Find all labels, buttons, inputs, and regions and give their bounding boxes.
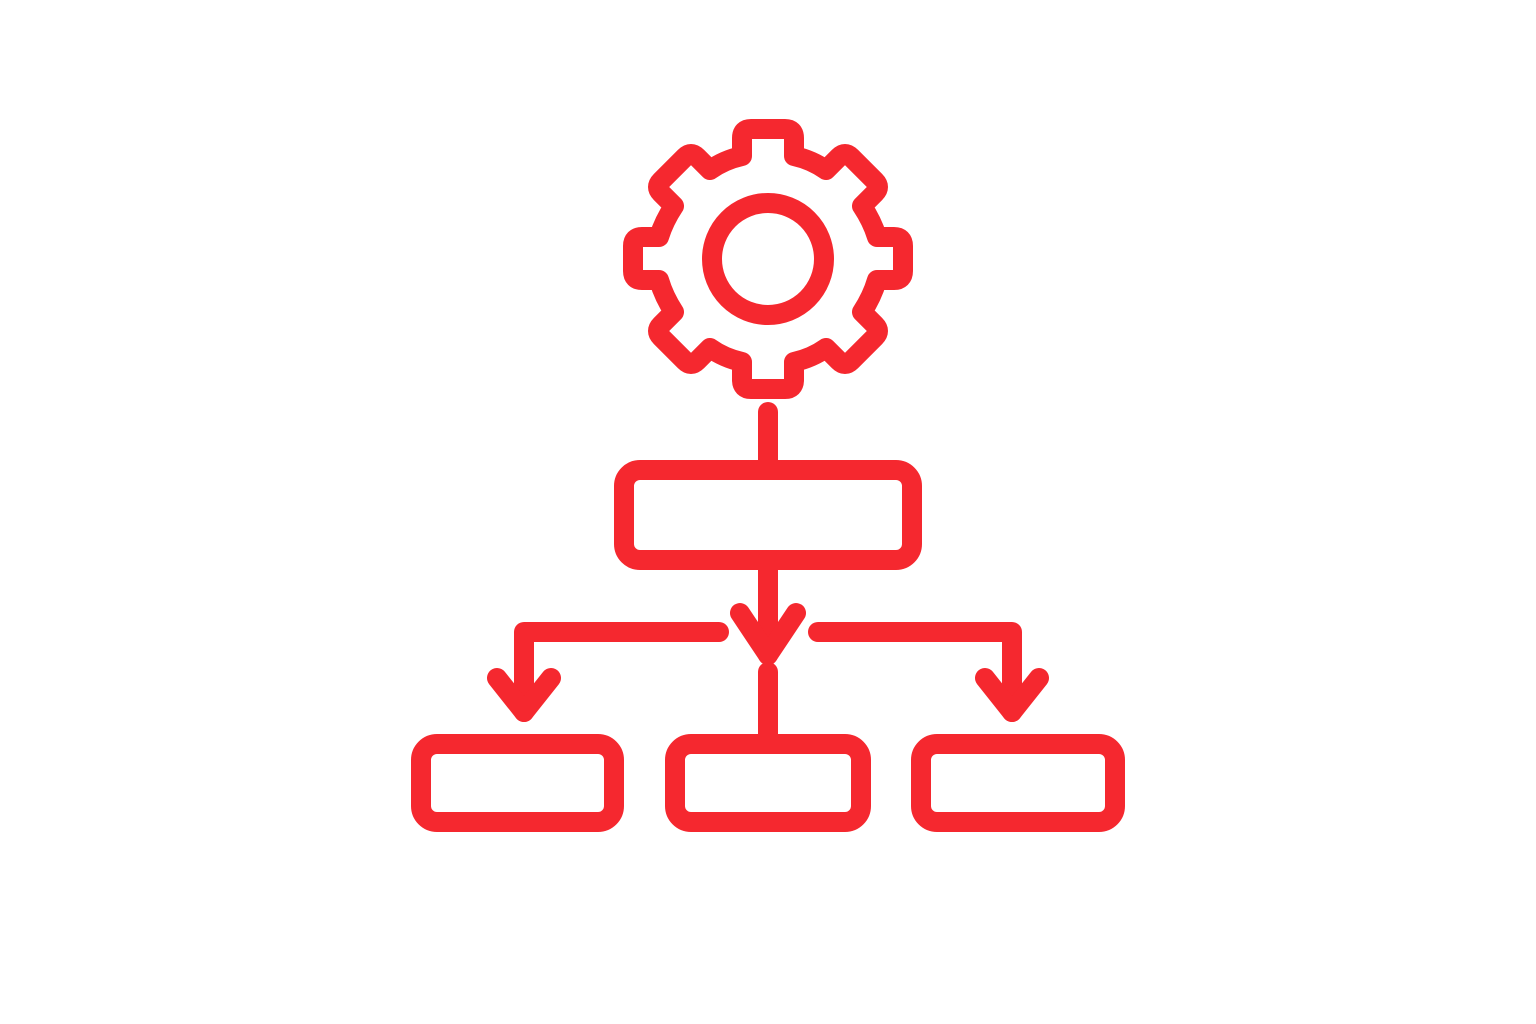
gear-outline: [623, 119, 913, 399]
left-arrow-head: [487, 668, 561, 722]
child-box-center: [665, 734, 871, 832]
right-arrow-head: [975, 668, 1049, 722]
right-branch-arrow: [808, 622, 1049, 722]
left-branch-arrow: [487, 622, 729, 722]
center-arrow: [730, 550, 806, 665]
gear-hub: [702, 193, 834, 325]
center-arrow-head: [730, 603, 806, 665]
child-box-right: [911, 734, 1125, 832]
right-branch-line: [808, 622, 1022, 722]
left-branch-line: [514, 622, 729, 722]
gear-icon: [623, 119, 913, 399]
process-box: [614, 460, 922, 570]
child-box-left: [411, 734, 624, 832]
